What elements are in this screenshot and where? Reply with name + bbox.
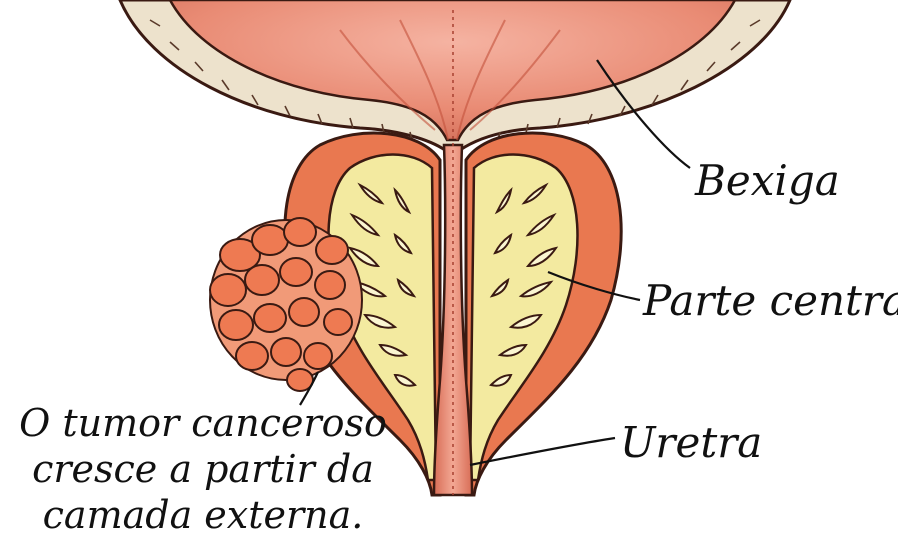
label-urethra: Uretra	[620, 422, 762, 464]
label-tumor-line1: O tumor canceroso	[8, 400, 398, 446]
label-tumor-line3: camada externa.	[8, 492, 398, 538]
label-tumor: O tumor canceroso cresce a partir da cam…	[8, 400, 398, 538]
bladder	[120, 0, 790, 150]
label-central-zone: Parte central	[643, 280, 898, 322]
label-bladder: Bexiga	[695, 160, 840, 202]
bladder-lining	[170, 0, 735, 140]
label-tumor-line2: cresce a partir da	[8, 446, 398, 492]
